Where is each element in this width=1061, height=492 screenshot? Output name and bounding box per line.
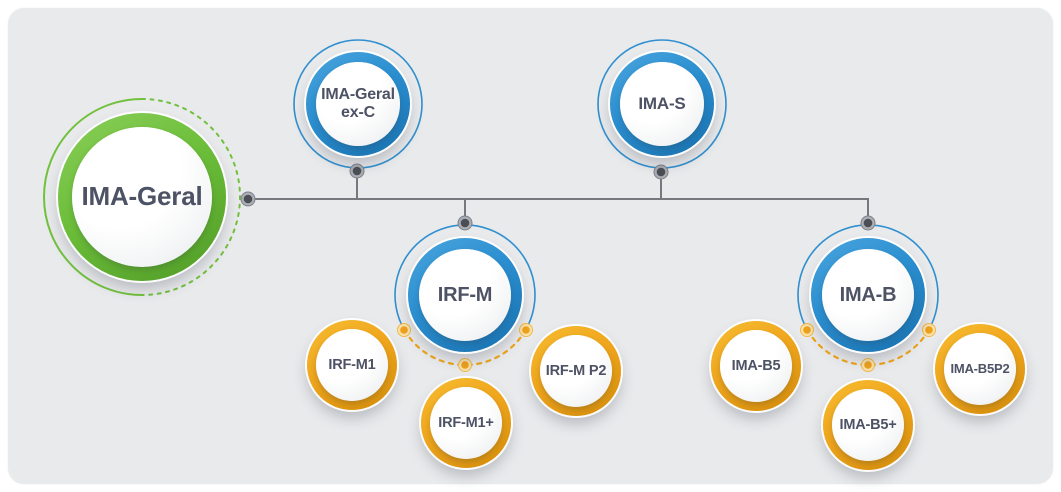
node-irf-m-p2-label: IRF-M P2 xyxy=(545,362,607,379)
node-ima-b5-plus: IMA-B5+ xyxy=(823,380,913,470)
node-irf-m-label: IRF-M xyxy=(437,283,493,306)
junction-dot xyxy=(860,215,876,231)
gray-junction-dots xyxy=(240,163,876,231)
node-ima-geral-face: IMA-Geral xyxy=(72,127,212,267)
junction-dot xyxy=(349,163,365,179)
node-ima-b-label: IMA-B xyxy=(839,283,897,306)
ima-geral-halo-dashed-arc xyxy=(141,98,241,296)
main-branch-line xyxy=(247,198,869,224)
node-ima-b5-plus-face: IMA-B5+ xyxy=(832,389,904,461)
node-ima-geral-ex-c-label-line1: IMA-Geral xyxy=(321,85,395,103)
node-irf-m1-face: IRF-M1 xyxy=(316,329,388,401)
node-irf-m1-label: IRF-M1 xyxy=(328,356,376,373)
orange-junction-dot xyxy=(519,323,533,337)
orange-junction-dot xyxy=(397,323,411,337)
node-ima-geral-ex-c-label-line2: ex-C xyxy=(341,104,375,121)
node-irf-m1-plus-face: IRF-M1+ xyxy=(430,387,502,459)
junction-dot xyxy=(653,164,669,180)
node-irf-m-face: IRF-M xyxy=(419,249,511,341)
orange-junction-dot xyxy=(800,323,814,337)
node-ima-b5p2: IMA-B5P2 xyxy=(935,324,1025,414)
junction-dot xyxy=(240,191,256,207)
node-ima-s-face: IMA-S xyxy=(620,62,704,146)
orange-junction-dots xyxy=(397,323,936,372)
node-ima-b5-plus-label: IMA-B5+ xyxy=(839,416,897,433)
node-irf-m: IRF-M xyxy=(408,238,522,352)
orange-junction-dot xyxy=(458,358,472,372)
node-ima-b: IMA-B xyxy=(811,238,925,352)
ima-geral-halo-solid-arc xyxy=(43,98,143,296)
node-ima-s: IMA-S xyxy=(610,52,714,156)
orange-junction-dot xyxy=(922,323,936,337)
node-ima-b5p2-face: IMA-B5P2 xyxy=(944,333,1016,405)
node-irf-m1: IRF-M1 xyxy=(307,320,397,410)
node-irf-m1-plus: IRF-M1+ xyxy=(421,378,511,468)
node-ima-geral-label: IMA-Geral xyxy=(81,181,203,212)
node-ima-geral: IMA-Geral xyxy=(58,113,226,281)
node-irf-m-p2: IRF-M P2 xyxy=(531,326,621,416)
junction-dot xyxy=(457,215,473,231)
node-ima-b5-face: IMA-B5 xyxy=(720,330,792,402)
orange-junction-dot xyxy=(861,358,875,372)
node-ima-s-label: IMA-S xyxy=(638,94,686,114)
tree-connector-lines xyxy=(247,170,869,224)
node-irf-m1-plus-label: IRF-M1+ xyxy=(438,414,494,431)
irf-m-children-dashed-arc xyxy=(403,328,527,367)
ima-b-children-dashed-arc xyxy=(806,328,930,367)
node-ima-b5-label: IMA-B5 xyxy=(731,357,781,374)
node-ima-b-face: IMA-B xyxy=(822,249,914,341)
node-ima-b5p2-label: IMA-B5P2 xyxy=(950,360,1010,376)
node-ima-b5: IMA-B5 xyxy=(711,321,801,411)
node-irf-m-p2-face: IRF-M P2 xyxy=(540,335,612,407)
